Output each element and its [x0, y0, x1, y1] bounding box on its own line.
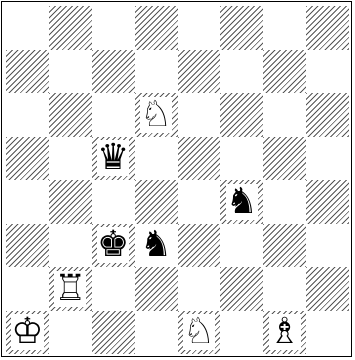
white-king-piece[interactable]: ♔ [6, 311, 49, 355]
square-d7[interactable] [135, 50, 178, 94]
square-h4[interactable] [306, 180, 349, 224]
white-knight-glyph: ♘ [140, 97, 172, 133]
white-bishop-piece[interactable]: ♗ [263, 311, 306, 355]
square-f8[interactable] [220, 6, 263, 50]
square-b6[interactable] [49, 93, 92, 137]
square-d1[interactable] [135, 311, 178, 355]
white-king-glyph: ♔ [11, 314, 43, 350]
chess-board-frame: ♘ ♛ ♞ ♚ ♞ ♖ ♔ ♘ ♗ [1, 1, 352, 357]
square-a2[interactable] [6, 267, 49, 311]
square-f3[interactable] [220, 224, 263, 268]
square-h1[interactable] [306, 311, 349, 355]
black-knight-glyph: ♞ [226, 184, 258, 220]
square-c6[interactable] [92, 93, 135, 137]
square-b4[interactable] [49, 180, 92, 224]
square-e4[interactable] [178, 180, 221, 224]
square-c7[interactable] [92, 50, 135, 94]
square-c8[interactable] [92, 6, 135, 50]
square-f7[interactable] [220, 50, 263, 94]
square-g8[interactable] [263, 6, 306, 50]
square-d6[interactable]: ♘ [135, 93, 178, 137]
white-rook-piece[interactable]: ♖ [49, 267, 92, 311]
square-c4[interactable] [92, 180, 135, 224]
square-b7[interactable] [49, 50, 92, 94]
black-queen-piece[interactable]: ♛ [92, 137, 135, 181]
square-b2[interactable]: ♖ [49, 267, 92, 311]
black-knight-glyph: ♞ [140, 227, 172, 263]
square-h8[interactable] [306, 6, 349, 50]
square-e2[interactable] [178, 267, 221, 311]
square-f5[interactable] [220, 137, 263, 181]
black-knight-piece[interactable]: ♞ [220, 180, 263, 224]
square-g6[interactable] [263, 93, 306, 137]
square-g2[interactable] [263, 267, 306, 311]
square-a5[interactable] [6, 137, 49, 181]
square-c5[interactable]: ♛ [92, 137, 135, 181]
white-knight-piece[interactable]: ♘ [178, 311, 221, 355]
square-f2[interactable] [220, 267, 263, 311]
square-d2[interactable] [135, 267, 178, 311]
white-knight-piece[interactable]: ♘ [135, 93, 178, 137]
square-a4[interactable] [6, 180, 49, 224]
square-a8[interactable] [6, 6, 49, 50]
square-c2[interactable] [92, 267, 135, 311]
black-king-piece[interactable]: ♚ [92, 224, 135, 268]
black-king-glyph: ♚ [97, 227, 129, 263]
square-g5[interactable] [263, 137, 306, 181]
square-b5[interactable] [49, 137, 92, 181]
square-f1[interactable] [220, 311, 263, 355]
white-bishop-glyph: ♗ [269, 314, 301, 350]
square-h3[interactable] [306, 224, 349, 268]
square-a3[interactable] [6, 224, 49, 268]
square-e1[interactable]: ♘ [178, 311, 221, 355]
square-g1[interactable]: ♗ [263, 311, 306, 355]
square-d8[interactable] [135, 6, 178, 50]
square-b3[interactable] [49, 224, 92, 268]
square-g3[interactable] [263, 224, 306, 268]
square-g4[interactable] [263, 180, 306, 224]
square-g7[interactable] [263, 50, 306, 94]
square-e8[interactable] [178, 6, 221, 50]
square-e7[interactable] [178, 50, 221, 94]
square-f6[interactable] [220, 93, 263, 137]
black-knight-piece[interactable]: ♞ [135, 224, 178, 268]
chess-board: ♘ ♛ ♞ ♚ ♞ ♖ ♔ ♘ ♗ [6, 6, 349, 354]
square-d3[interactable]: ♞ [135, 224, 178, 268]
square-a6[interactable] [6, 93, 49, 137]
square-a1[interactable]: ♔ [6, 311, 49, 355]
square-e5[interactable] [178, 137, 221, 181]
white-knight-glyph: ♘ [183, 314, 215, 350]
square-d4[interactable] [135, 180, 178, 224]
square-b1[interactable] [49, 311, 92, 355]
square-h2[interactable] [306, 267, 349, 311]
square-c1[interactable] [92, 311, 135, 355]
square-f4[interactable]: ♞ [220, 180, 263, 224]
square-e6[interactable] [178, 93, 221, 137]
square-h5[interactable] [306, 137, 349, 181]
black-queen-glyph: ♛ [97, 140, 129, 176]
square-c3[interactable]: ♚ [92, 224, 135, 268]
square-d5[interactable] [135, 137, 178, 181]
square-a7[interactable] [6, 50, 49, 94]
square-h6[interactable] [306, 93, 349, 137]
square-e3[interactable] [178, 224, 221, 268]
white-rook-glyph: ♖ [54, 271, 86, 307]
square-h7[interactable] [306, 50, 349, 94]
square-b8[interactable] [49, 6, 92, 50]
